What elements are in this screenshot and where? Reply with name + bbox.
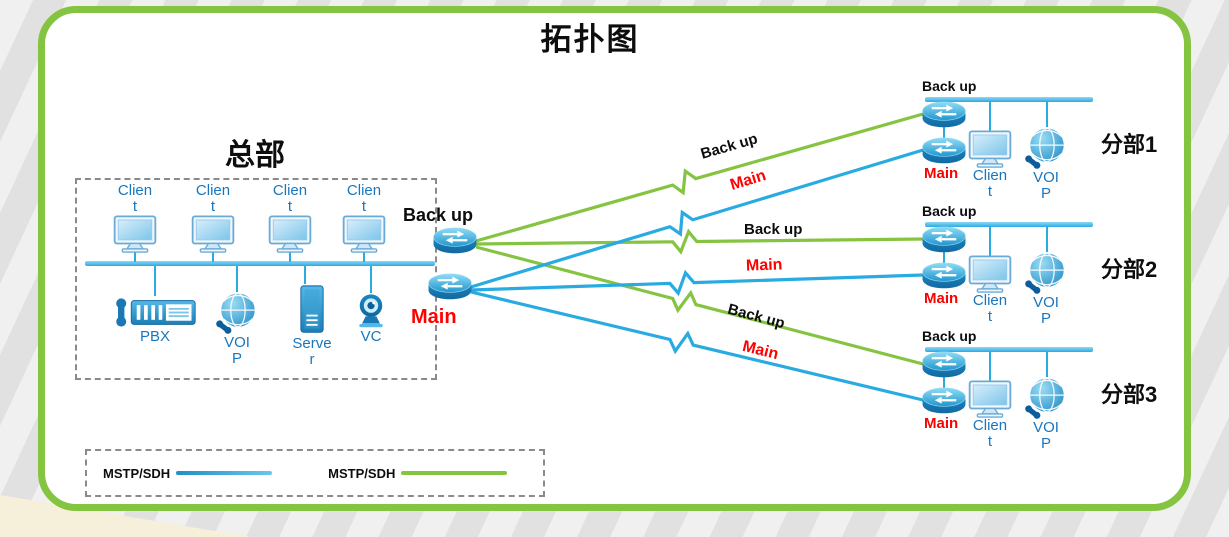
hq-client-node: Client bbox=[267, 183, 313, 253]
branch1-main-router-icon bbox=[921, 136, 967, 166]
branch2-main-label: Main bbox=[924, 290, 959, 307]
branch3-main-router-icon bbox=[921, 386, 967, 416]
hq-client-node: Client bbox=[190, 183, 236, 253]
hq-client-node: Client bbox=[341, 183, 387, 253]
client-computer-icon bbox=[190, 215, 236, 253]
client-label: Client bbox=[972, 417, 1008, 450]
connector-line bbox=[1046, 226, 1048, 252]
voip-globe-icon bbox=[1024, 251, 1068, 295]
client-computer-icon bbox=[967, 130, 1013, 168]
connector-line bbox=[1046, 351, 1048, 377]
vc-node: VC bbox=[352, 293, 390, 345]
branch2-backup-label: Back up bbox=[922, 203, 977, 219]
hq-client-node: Client bbox=[112, 183, 158, 253]
client-computer-icon bbox=[967, 255, 1013, 293]
branch-client-node: Client bbox=[967, 255, 1013, 325]
connector-line bbox=[212, 251, 214, 262]
hq-label: 总部 bbox=[225, 139, 285, 172]
core-backup-router-icon bbox=[432, 226, 478, 256]
legend-line-green bbox=[401, 471, 508, 475]
video-camera-icon bbox=[352, 293, 390, 329]
client-label: Client bbox=[346, 182, 382, 215]
connector-line bbox=[304, 266, 306, 284]
branch-voip-node: VOIP bbox=[1024, 251, 1068, 327]
server-icon bbox=[298, 284, 326, 336]
client-label: Client bbox=[195, 182, 231, 215]
link-label-backup: Back up bbox=[744, 221, 803, 238]
core-main-router-icon bbox=[427, 272, 473, 302]
branch1-main-label: Main bbox=[924, 165, 959, 182]
client-label: Client bbox=[972, 292, 1008, 325]
client-label: Client bbox=[972, 167, 1008, 200]
client-computer-icon bbox=[112, 215, 158, 253]
branch1-backup-router-icon bbox=[921, 100, 967, 130]
branch2-lan-bus bbox=[925, 222, 1093, 227]
server-label: Server bbox=[292, 335, 332, 368]
branch1-lan-bus bbox=[925, 97, 1093, 102]
voip-globe-icon bbox=[1024, 126, 1068, 170]
branch1-name: 分部1 bbox=[1101, 132, 1158, 157]
legend-item-green: MSTP/SDH bbox=[328, 465, 508, 481]
pbx-label: PBX bbox=[139, 328, 170, 345]
legend-item-blue: MSTP/SDH bbox=[103, 465, 273, 481]
connector-line bbox=[134, 251, 136, 262]
branch1-backup-label: Back up bbox=[922, 78, 977, 94]
server-node: Server bbox=[291, 284, 333, 368]
core-main-label: Main bbox=[411, 306, 457, 328]
branch3-lan-bus bbox=[925, 347, 1093, 352]
branch3-name: 分部3 bbox=[1101, 382, 1158, 407]
connector-line bbox=[989, 351, 991, 381]
link-label-main: Main bbox=[745, 256, 783, 275]
pbx-icon bbox=[113, 296, 197, 329]
voip-label: VOIP bbox=[224, 334, 250, 367]
legend-line-blue bbox=[176, 471, 273, 475]
connector-line bbox=[1046, 101, 1048, 127]
voip-node: VOIP bbox=[215, 291, 259, 367]
branch-voip-node: VOIP bbox=[1024, 126, 1068, 202]
voip-globe-icon bbox=[215, 291, 259, 335]
client-computer-icon bbox=[967, 380, 1013, 418]
branch-client-node: Client bbox=[967, 380, 1013, 450]
branch3-backup-label: Back up bbox=[922, 328, 977, 344]
connector-line bbox=[989, 101, 991, 131]
branch3-backup-router-icon bbox=[921, 350, 967, 380]
hq-lan-bus bbox=[85, 261, 435, 266]
connector-line bbox=[154, 266, 156, 296]
voip-label: VOIP bbox=[1033, 419, 1059, 452]
branch-voip-node: VOIP bbox=[1024, 376, 1068, 452]
connector-line bbox=[289, 251, 291, 262]
voip-globe-icon bbox=[1024, 376, 1068, 420]
voip-label: VOIP bbox=[1033, 294, 1059, 327]
client-computer-icon bbox=[267, 215, 313, 253]
client-label: Client bbox=[272, 182, 308, 215]
branch2-backup-router-icon bbox=[921, 225, 967, 255]
branch3-main-label: Main bbox=[924, 415, 959, 432]
voip-label: VOIP bbox=[1033, 169, 1059, 202]
client-label: Client bbox=[117, 182, 153, 215]
pbx-node: PBX bbox=[113, 296, 197, 345]
client-computer-icon bbox=[341, 215, 387, 253]
legend-label: MSTP/SDH bbox=[328, 465, 396, 481]
legend-label: MSTP/SDH bbox=[103, 465, 171, 481]
diagram-title: 拓扑图 bbox=[540, 22, 640, 57]
branch-client-node: Client bbox=[967, 130, 1013, 200]
connector-line bbox=[370, 266, 372, 293]
branch2-main-router-icon bbox=[921, 261, 967, 291]
branch2-name: 分部2 bbox=[1101, 257, 1158, 282]
connector-line bbox=[236, 266, 238, 292]
connector-line bbox=[363, 251, 365, 262]
legend-box: MSTP/SDH MSTP/SDH bbox=[85, 449, 545, 497]
core-backup-label: Back up bbox=[403, 205, 474, 225]
vc-label: VC bbox=[360, 328, 382, 345]
connector-line bbox=[989, 226, 991, 256]
